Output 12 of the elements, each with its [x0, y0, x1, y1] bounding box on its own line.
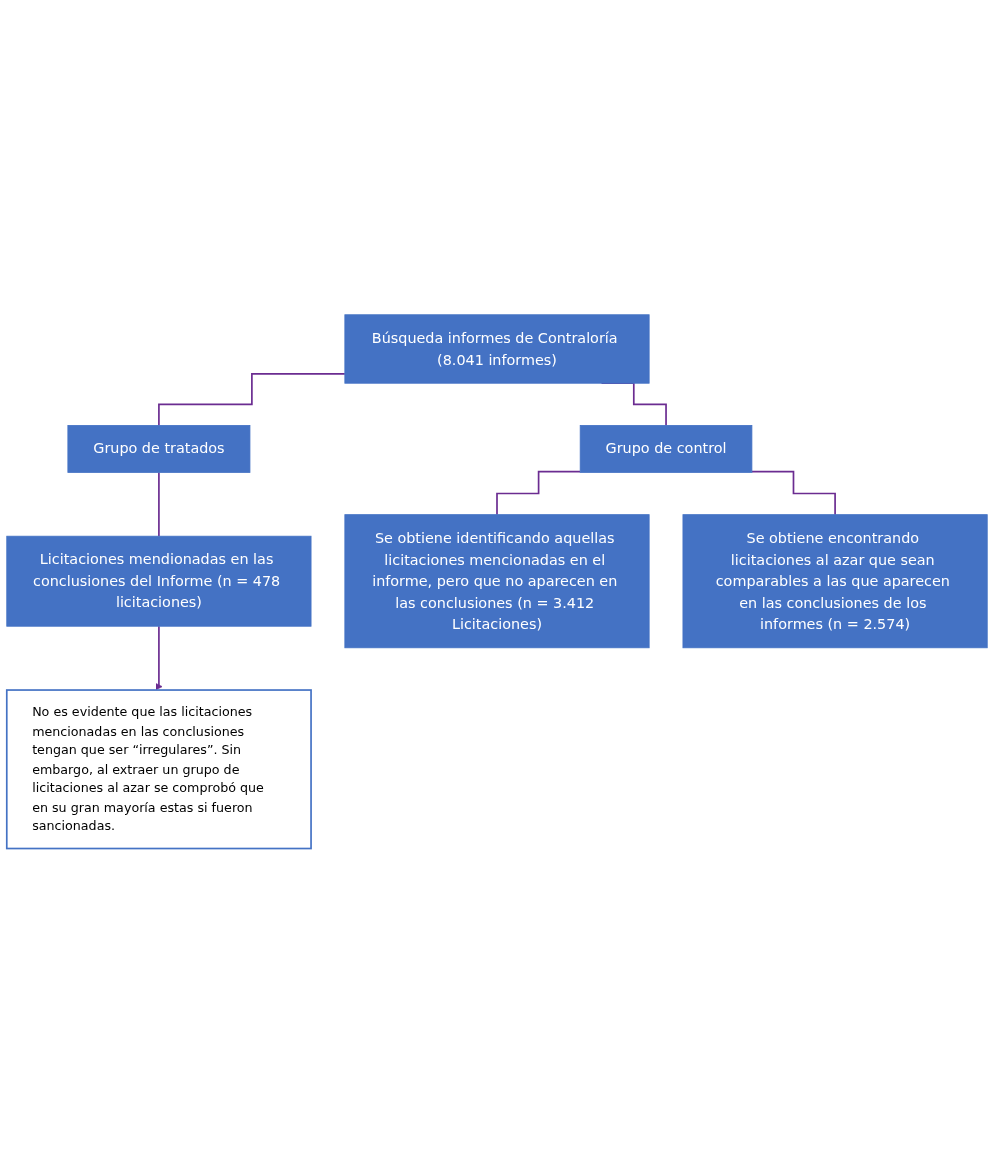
node-box: Se obtiene identificando aquellas licitaciones mencionadas en el informe, pero que no aparecen en las conclusiones (n = 3.412 Licitaciones)	[344, 514, 650, 649]
node-box: Se obtiene encontrando licitaciones al azar que sean comparables a las que aparecen en las conclusiones de los informes (n = 2.574)	[682, 514, 988, 649]
node-box: Licitaciones mendionadas en las conclusiones del Informe (n = 478 licitaciones)	[6, 535, 312, 627]
connector	[158, 372, 346, 427]
arrow	[155, 625, 163, 691]
node-box: Grupo de control	[579, 424, 753, 473]
node-box: Grupo de tratados	[67, 424, 251, 473]
connector	[496, 470, 582, 516]
connector	[751, 470, 836, 516]
node-box: No es evidente que las licitaciones mencionadas en las conclusiones tengan que ser “irregulares”. Sin embargo, al extraer un grupo de licitaciones al azar se comprobó que en su gran mayoría estas si fueron sancionadas.	[5, 689, 312, 850]
node-box: Búsqueda informes de Contraloría (8.041 informes)	[344, 314, 650, 384]
connector	[158, 471, 160, 537]
